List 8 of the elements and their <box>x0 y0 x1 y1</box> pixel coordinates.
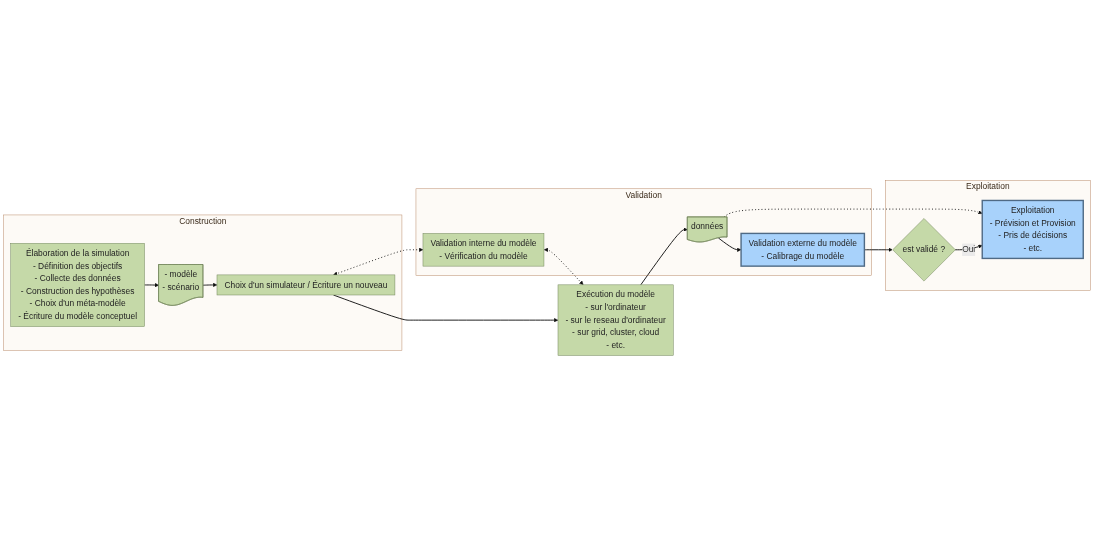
node-box: Choix d'un simulateur / Écriture un nouveau <box>216 274 396 296</box>
node-box: Validation interne du modèle - Vérification du modèle <box>422 233 545 267</box>
node-box: Exécution du modèle - sur l'ordinateur - sur le reseau d'ordinateur - sur grid, cluster, cloud - etc. <box>557 284 674 356</box>
node-box: Exploitation - Prévision et Provision - Pris de décisions - etc. <box>981 199 1084 260</box>
edge-label: Oui <box>962 244 976 255</box>
node-box: Validation externe du modèle - Calibrage du modèle <box>740 232 866 267</box>
node-box: Élaboration de la simulation - Définition des objectifs - Collecte des données - Construction des hypothèses - Choix d'un méta-modèle - Écriture du modèle conceptuel <box>10 243 145 327</box>
node-diamond: est validé ? <box>892 218 956 282</box>
